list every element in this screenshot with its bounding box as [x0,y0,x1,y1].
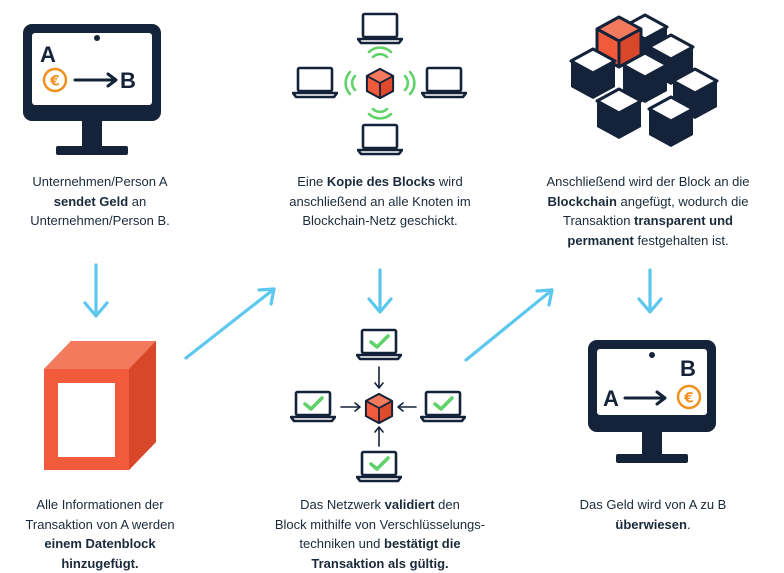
laptop-check-top-icon [356,328,402,361]
caption-text: einem Datenblock [44,536,156,551]
validated-block-icon [364,392,394,424]
receiver-label-a: A [603,386,619,411]
laptop-check-left-icon [290,390,336,423]
caption-text: Das Netzwerk [300,497,385,512]
flow-arrows [83,263,663,362]
caption-text: techniken und [299,536,384,551]
caption-text: transparent und [634,213,734,228]
laptop-top-icon [357,12,403,45]
step3-caption: Eine Kopie des Blocks wird anschließend a… [260,172,500,231]
laptop-left-icon [292,66,338,99]
laptop-check-right-icon [420,390,466,423]
caption-text: wird [435,174,463,189]
data-block-icon [44,341,156,470]
arrow-down-step3-icon [367,268,393,314]
caption-text: Blockchain-Netz geschickt. [302,213,458,228]
caption-text: Unternehmen/Person A [32,174,168,189]
caption-text: Eine [297,174,327,189]
caption-text: bestätigt die [384,536,461,551]
caption-text: . [686,516,691,532]
received-coin-symbol: € [683,391,694,407]
caption-text: Transaktion als gültig. [311,555,449,571]
caption-text: Alle Informationen der [36,497,164,512]
receiver-label-b: B [680,356,696,381]
network-validate-icon [290,328,466,483]
caption-text: an [128,193,147,209]
laptop-bottom-icon [357,123,403,156]
caption-text: angefügt, wodurch die [616,193,749,209]
arrow-diagonal-step2-icon [184,287,276,360]
caption-text: Das Geld wird von A zu B [579,497,727,512]
sender-label-a: A [40,42,56,67]
network-broadcast-icon [292,12,467,156]
caption-text: Anschließend wird der Block an die [546,174,750,189]
caption-text: sendet Geld [53,193,129,209]
validation-arrows [340,366,417,447]
arrow-down-step5-icon [637,268,663,314]
caption-text: hinzugefügt. [61,555,139,571]
arrow-down-step1-icon [83,263,109,318]
caption-text: permanent [567,232,634,248]
caption-text: Unternehmen/Person B. [30,213,170,228]
caption-text: anschließend an alle Knoten im [289,193,471,209]
laptop-right-icon [421,66,467,99]
block-copy-icon [365,67,395,99]
sender-label-b: B [120,68,136,93]
euro-coin-icon [42,67,68,93]
laptop-check-bottom-icon [356,450,402,483]
wifi-signal-icons [344,46,416,120]
arrow-diagonal-step4-icon [464,288,554,362]
euro-coin-symbol: € [49,74,60,90]
received-coin-icon [676,384,702,410]
caption-text: Blockchain [547,193,617,209]
caption-text: Kopie des Blocks [326,174,436,189]
blockchain-cubes-icon [569,13,719,149]
caption-text: validiert [384,497,435,512]
caption-text: überwiesen [615,516,687,532]
step6-caption: Das Geld wird von A zu B überwiesen. [534,495,772,534]
caption-text: Transaktion von A werden [25,516,175,532]
monitor-sender-icon: A € B [23,24,161,155]
caption-text: den [434,497,460,512]
caption-text: Transaktion [562,213,635,228]
monitor-receiver-icon: B A € [588,340,716,463]
caption-text: Block mithilfe von Verschlüsselungs- [274,516,486,532]
caption-text: festgehalten ist. [633,232,729,248]
